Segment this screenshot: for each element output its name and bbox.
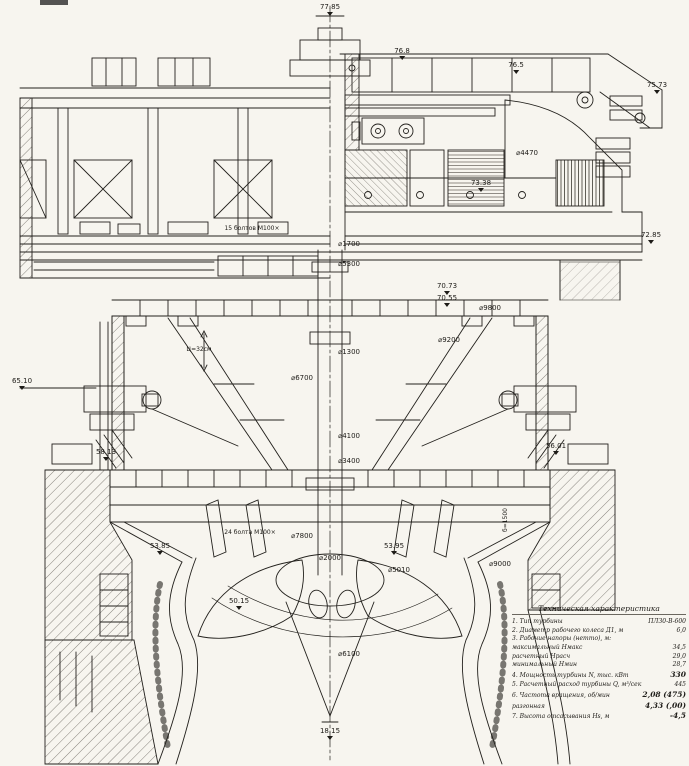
superstructure	[289, 15, 663, 151]
spec-row-value: 2,08 (475)	[642, 689, 686, 699]
spec-row: 1. Тип турбины ПЛ30-В-600	[512, 618, 686, 627]
turbine-pit	[19, 249, 609, 576]
runner	[152, 553, 508, 765]
spec-row-value: 4,33 (,00)	[644, 700, 686, 710]
technical-characteristics-table: Техническая характеристика 1. Тип турбин…	[512, 604, 686, 722]
spec-row-label: 2. Диаметр рабочего колеса Д1, м	[512, 626, 624, 634]
machine-hall	[19, 57, 643, 279]
spec-title: Техническая характеристика	[512, 604, 686, 615]
spec-row-label: максимальный Нмакс	[512, 644, 583, 652]
spec-row-label: 3. Рабочие напоры (нетто), м:	[512, 635, 612, 643]
concrete-foundation	[44, 469, 616, 765]
spec-row: 6. Частота вращения, об/мин 2,08 (475)	[512, 690, 686, 701]
spec-row-label: 7. Высота отсасывания Нs, м	[512, 713, 610, 721]
spec-row-label: минимальный Нмин	[512, 661, 577, 669]
spec-row-label: 4. Мощность турбины N, тыс. кВт	[512, 672, 629, 680]
spec-row: расчетный Нрасч 29,0	[512, 653, 686, 662]
spec-row-value: 6,0	[676, 626, 686, 634]
generator	[344, 94, 643, 301]
scan-artifact	[40, 0, 68, 5]
spec-row: максимальный Нмакс 34,5	[512, 644, 686, 653]
spec-row: 4. Мощность турбины N, тыс. кВт 330	[512, 670, 686, 681]
spec-row-value: 29,0	[672, 652, 686, 660]
spec-row: 5. Расчетный расход турбины Q, м³/сек 445	[512, 681, 686, 690]
spec-row: разгонная 4,33 (,00)	[512, 701, 686, 712]
spec-row: минимальный Нмин 28,7	[512, 661, 686, 670]
spec-row: 3. Рабочие напоры (нетто), м:	[512, 635, 686, 644]
spec-row-value: 330	[670, 670, 686, 680]
spec-row-value: 34,5	[672, 644, 686, 652]
spec-row-label: расчетный Нрасч	[512, 652, 571, 660]
spec-rows: 1. Тип турбины ПЛ30-В-600 2. Диаметр рабоч…	[512, 618, 686, 722]
spec-row-label: 5. Расчетный расход турбины Q, м³/сек	[512, 681, 642, 688]
spec-row-label: 1. Тип турбины	[512, 618, 563, 625]
spec-row-label: 6. Частота вращения, об/мин	[512, 691, 610, 699]
spec-row: 2. Диаметр рабочего колеса Д1, м 6,0	[512, 627, 686, 636]
spec-row-value: -4,5	[669, 711, 686, 721]
spec-row-label: разгонная	[512, 702, 545, 710]
spec-row-value: ПЛ30-В-600	[648, 618, 686, 625]
spec-row-value: 28,7	[672, 661, 686, 669]
spec-row-value: 445	[674, 681, 686, 688]
spec-row: 7. Высота отсасывания Нs, м -4,5	[512, 711, 686, 722]
